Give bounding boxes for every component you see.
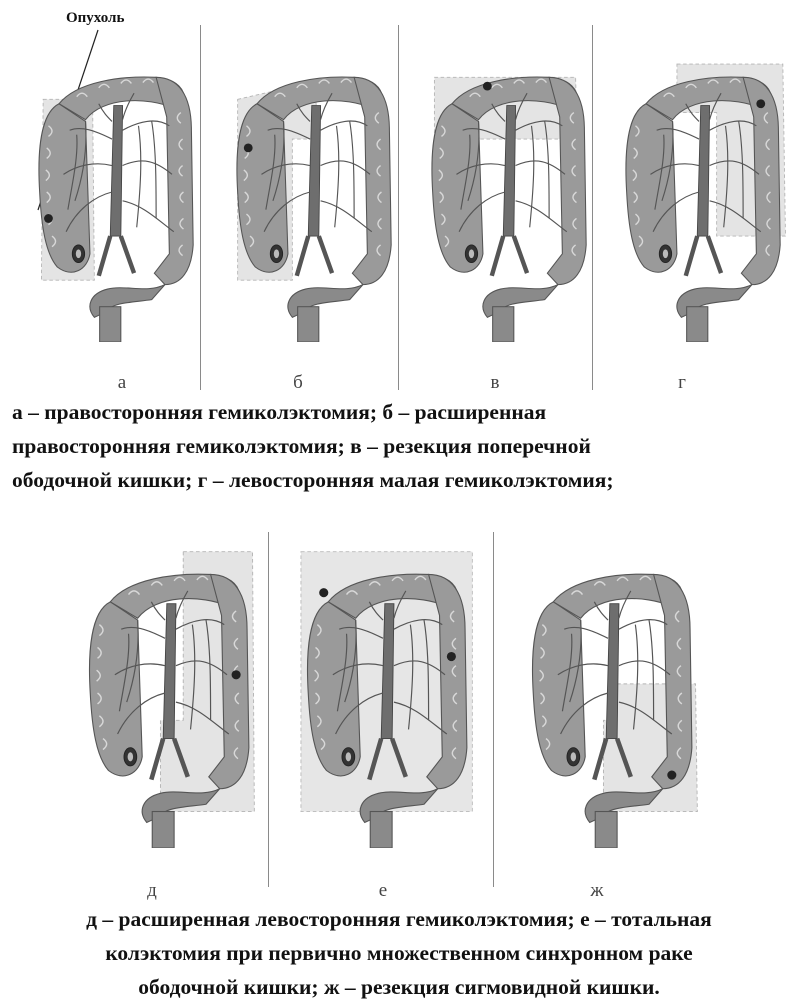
caption-line: колэктомия при первично множественном си… [0, 936, 798, 970]
caption-top: а – правосторонняя гемиколэктомия; б – р… [0, 395, 798, 497]
tumor-icon [667, 771, 676, 780]
diagram-panel-f [278, 538, 488, 848]
divider [493, 532, 494, 887]
caption-line: д – расширенная левосторонняя гемиколэкт… [0, 902, 798, 936]
tumor-icon [447, 652, 456, 661]
tumor-icon [319, 588, 328, 597]
caption-line: правосторонняя гемиколэктомия; в – резек… [12, 429, 798, 463]
panel-letter: в [480, 372, 510, 394]
tumor-icon [756, 99, 765, 108]
caption-line: ободочной кишки; ж – резекция сигмовидно… [0, 970, 798, 1004]
diagram-panel-c [405, 42, 605, 342]
panel-letter: д [137, 880, 167, 902]
diagram-panel-e [60, 538, 270, 848]
caption-bottom: д – расширенная левосторонняя гемиколэкт… [0, 902, 798, 1004]
diagram-panel-d [600, 42, 798, 342]
tumor-icon [44, 214, 53, 223]
panel-letter: а [107, 372, 137, 394]
caption-line: ободочной кишки; г – левосторонняя малая… [12, 463, 798, 497]
caption-line: а – правосторонняя гемиколэктомия; б – р… [12, 395, 798, 429]
divider [398, 25, 399, 390]
tumor-icon [232, 670, 241, 679]
divider [592, 25, 593, 390]
divider [268, 532, 269, 887]
diagram-panel-b [210, 42, 410, 342]
diagram-panel-g [503, 538, 713, 848]
panel-letter: ж [582, 880, 612, 902]
panel-letter: г [667, 372, 697, 394]
panel-letter: е [368, 880, 398, 902]
diagram-panel-a [12, 42, 212, 342]
tumor-icon [483, 82, 492, 91]
tumor-label: Опухоль [66, 10, 124, 27]
tumor-icon [244, 143, 253, 152]
panel-letter: б [283, 372, 313, 394]
divider [200, 25, 201, 390]
